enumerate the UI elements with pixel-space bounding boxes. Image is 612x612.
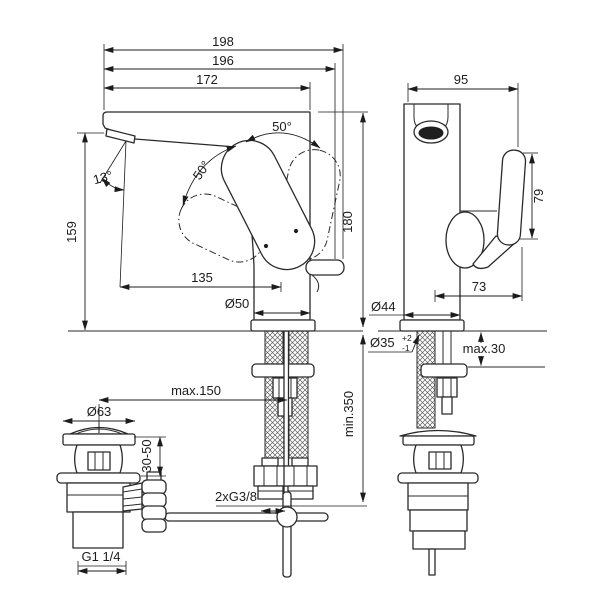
overflow-slots bbox=[87, 451, 111, 471]
side-view bbox=[397, 103, 527, 576]
dim-label-95: 95 bbox=[454, 72, 468, 87]
dim-label-max150: max.150 bbox=[171, 383, 221, 398]
dim-label-13: 13° bbox=[91, 168, 114, 188]
drain-assembly-front bbox=[56, 423, 167, 549]
vertical-rod bbox=[282, 491, 292, 578]
dim-label-dia50: Ø50 bbox=[225, 296, 250, 311]
dim-label-50-left: 50° bbox=[190, 158, 214, 183]
waste-seal-ring bbox=[56, 472, 141, 484]
dim-label-79: 79 bbox=[531, 189, 546, 203]
supply-hose-side bbox=[416, 330, 436, 429]
dim-label-min350: min.350 bbox=[341, 391, 356, 437]
dim-label-dia44: Ø44 bbox=[371, 299, 396, 314]
waste-flange-disc bbox=[399, 429, 477, 437]
dim-label-dia35-tol-minus: -1 bbox=[402, 343, 410, 353]
aerator-side bbox=[418, 126, 444, 140]
handle-dot bbox=[293, 228, 299, 234]
drain-assembly-side bbox=[397, 429, 479, 576]
pop-up-rod-linkage bbox=[164, 491, 329, 578]
dim-label-73: 73 bbox=[472, 279, 486, 294]
dim-label-max30: max.30 bbox=[463, 341, 506, 356]
arc-13 bbox=[101, 177, 125, 193]
aerator-axis-line bbox=[119, 140, 127, 288]
dim-label-198: 198 bbox=[212, 34, 234, 49]
waste-body bbox=[66, 482, 131, 513]
dim-label-50-top: 50° bbox=[272, 119, 292, 134]
aerator bbox=[105, 128, 136, 144]
leader-dia35 bbox=[411, 334, 420, 353]
dim-label-dia35: Ø35 bbox=[370, 335, 395, 350]
spray-angle-line bbox=[99, 140, 127, 184]
spout-opening-side bbox=[413, 104, 449, 144]
cartridge-dome-side bbox=[445, 211, 485, 269]
horizontal-rod bbox=[164, 512, 329, 522]
hose-fittings bbox=[253, 457, 318, 500]
dimension-layer: 198 196 172 50° 50° 13° 159 135 Ø50 180 … bbox=[62, 34, 546, 575]
dim-label-3050: 30-50 bbox=[139, 439, 154, 472]
dim-label-g38: 2xG3/8 bbox=[215, 489, 257, 504]
dim-label-135: 135 bbox=[191, 270, 213, 285]
arc-50-top bbox=[245, 132, 321, 149]
handle-side bbox=[460, 149, 527, 270]
handle-dot bbox=[263, 243, 269, 249]
dim-label-180: 180 bbox=[340, 211, 355, 233]
front-view bbox=[56, 111, 547, 578]
waste-flange bbox=[62, 433, 136, 446]
pop-up-lever bbox=[305, 259, 345, 293]
dim-label-dia35-tol-plus: +2 bbox=[402, 333, 412, 343]
handle-front bbox=[220, 139, 316, 271]
base-plate-front bbox=[250, 319, 316, 332]
mounting-hardware-front bbox=[251, 331, 315, 417]
dim-label-172: 172 bbox=[196, 72, 218, 87]
rod-stub-side bbox=[428, 548, 436, 576]
dim-label-196: 196 bbox=[212, 53, 234, 68]
waste-tailpiece bbox=[72, 511, 124, 549]
rod-ball-joint bbox=[276, 506, 298, 528]
dim-label-g114: G1 1/4 bbox=[81, 549, 120, 564]
rod-nut bbox=[141, 479, 167, 495]
mounting-bracket bbox=[251, 363, 315, 378]
base-plate-side bbox=[399, 319, 465, 332]
dim-label-dia63: Ø63 bbox=[87, 404, 112, 419]
dim-label-159: 159 bbox=[64, 221, 79, 243]
arc-50-left bbox=[182, 145, 237, 206]
mounting-hardware-side bbox=[420, 331, 468, 415]
